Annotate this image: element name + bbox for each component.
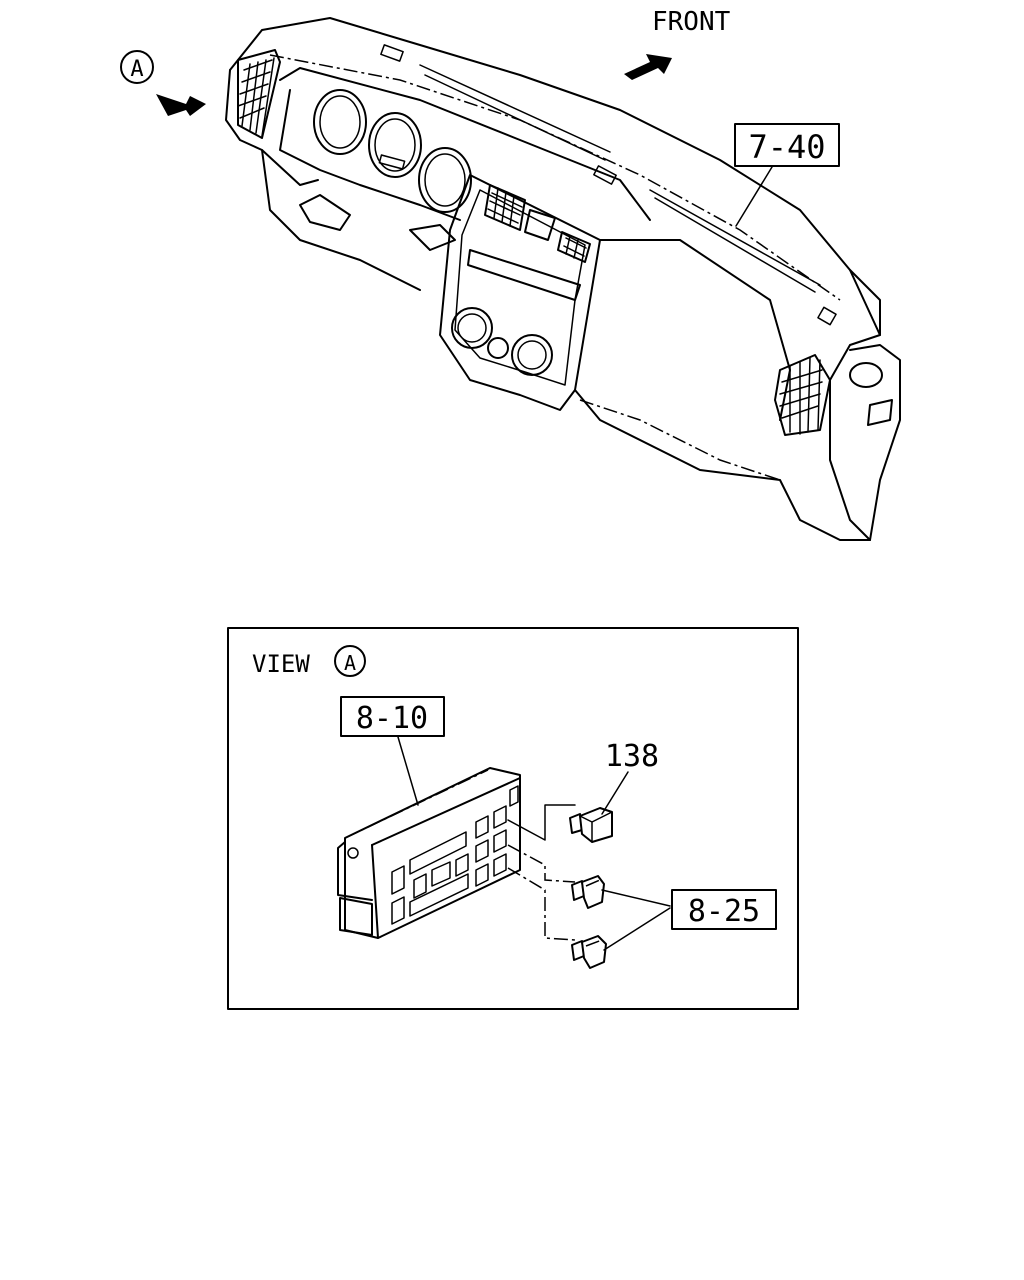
left-vent-grille [237,57,275,137]
svg-text:A: A [130,57,143,82]
label-138: 138 [605,739,659,774]
view-direction-arrow [156,94,206,116]
callout-7-40: 7-40 [734,123,840,227]
connector-8-25-b [571,935,607,969]
svg-text:8-10: 8-10 [356,701,428,736]
connector-8-25-a [571,875,605,909]
control-buttons [391,785,519,925]
callout-8-10: 8-10 [340,696,445,806]
right-vent [774,354,831,436]
bulb-138 [569,807,613,843]
callout-8-25: 8-25 [601,889,777,951]
view-title-marker: A [344,651,356,675]
front-label: FRONT [652,7,731,37]
view-title: VIEW [252,650,310,678]
center-console [439,174,601,411]
control-unit [337,767,521,939]
front-arrow [624,54,672,80]
svg-text:7-40: 7-40 [748,128,825,166]
view-a-panel: VIEW A 8-10 [227,627,799,1010]
dashboard-illustration [225,17,901,541]
instrument-gauges [313,89,472,213]
view-a-marker: A [120,50,154,84]
svg-text:8-25: 8-25 [688,894,760,929]
